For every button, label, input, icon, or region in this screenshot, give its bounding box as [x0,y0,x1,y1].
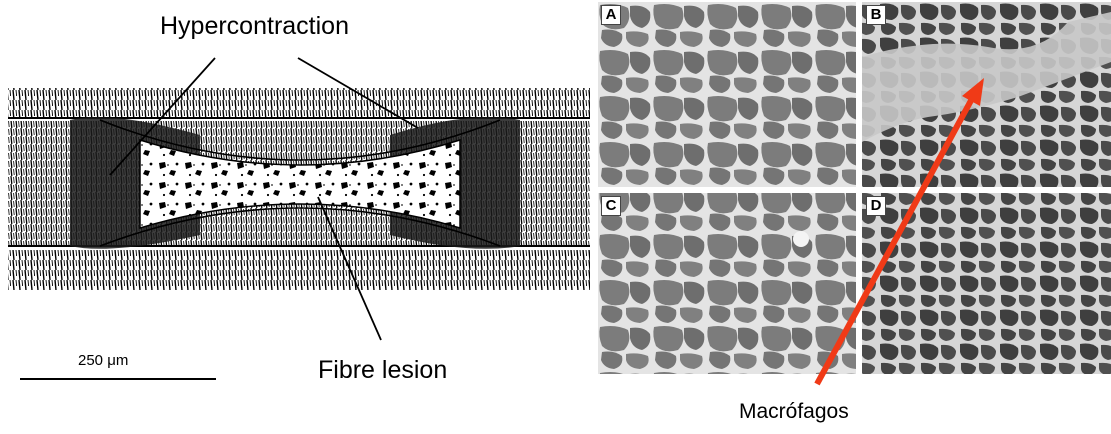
panel-d-image [862,193,1111,374]
panel-letter-b: B [866,5,886,25]
lower-fibre-band [8,250,590,290]
panel-a-image [598,2,856,187]
micrograph-grid [598,2,1111,374]
panel-letter-c: C [601,196,621,216]
panel-c-image [598,193,856,374]
panel-letter-d: D [866,196,886,216]
label-hypercontraction: Hypercontraction [160,12,349,41]
panel-letter-a: A [601,5,621,25]
label-macrofagos: Macrófagos [739,400,849,424]
scale-bar-label: 250 μm [78,352,128,369]
upper-fibre-band [8,88,590,118]
micrograph-svg [598,2,1111,374]
label-fibre-lesion: Fibre lesion [318,356,447,385]
